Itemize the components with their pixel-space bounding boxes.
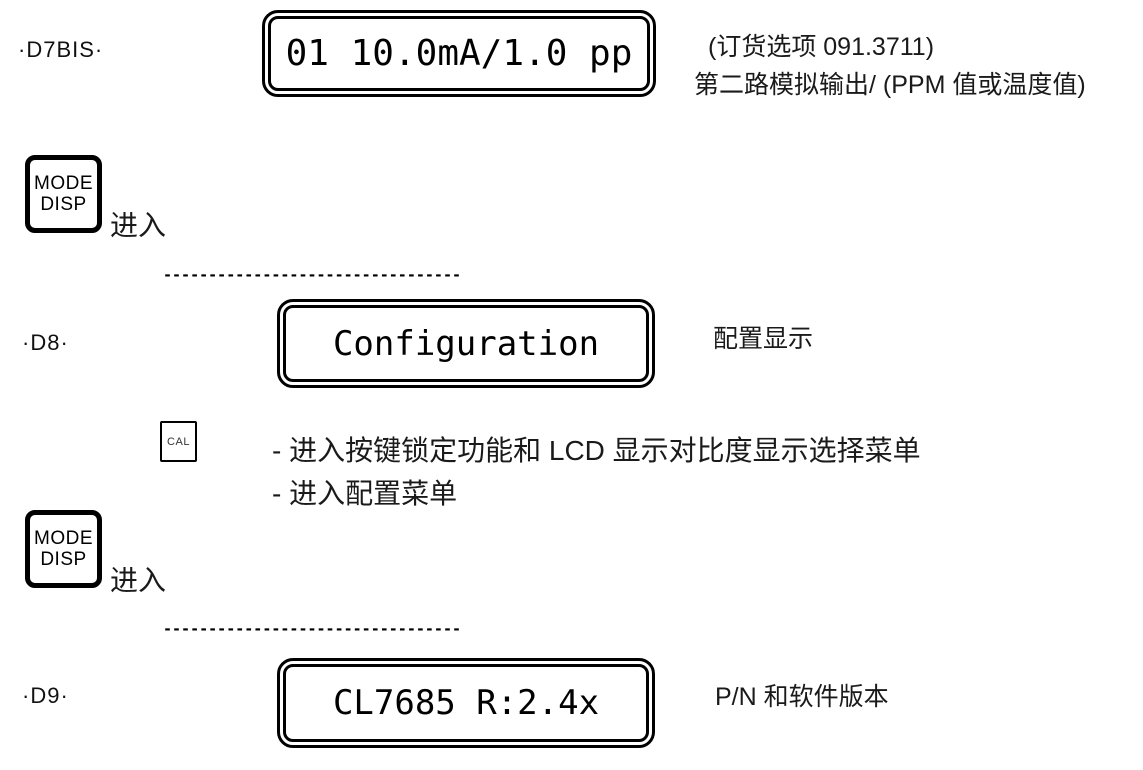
lcd-text-d9: CL7685 R:2.4x [332, 683, 600, 723]
cal-menu-notes: - 进入按键锁定功能和 LCD 显示对比度显示选择菜单 - 进入配置菜单 [272, 429, 921, 515]
mode-disp-key-2-line2: DISP [40, 549, 87, 570]
d7bis-annotation-line1: (订货选项 091.3711) [708, 33, 935, 61]
cal-menu-note-line1: - 进入按键锁定功能和 LCD 显示对比度显示选择菜单 [272, 435, 921, 466]
lcd-text-d7bis: 01 10.0mA/1.0 pp [285, 33, 633, 74]
step-label-d9: ·D9· [22, 683, 69, 708]
cal-key-label: CAL [167, 435, 190, 448]
enter-label-2: 进入 [110, 565, 167, 596]
lcd-display-d8-frame: Configuration [283, 305, 649, 382]
mode-disp-key-2: MODE DISP [25, 510, 102, 588]
dashed-separator-1: --------------------------------- [163, 266, 462, 284]
mode-disp-key-1-line1: MODE [34, 173, 93, 194]
lcd-text-d8: Configuration [332, 323, 600, 364]
d8-annotation: 配置显示 [713, 325, 814, 353]
d7bis-annotation-line2: 第二路模拟输出/ (PPM 值或温度值) [694, 71, 1086, 99]
mode-disp-key-1-line2: DISP [40, 194, 87, 215]
lcd-display-d9: CL7685 R:2.4x [277, 658, 655, 748]
step-label-d8: ·D8· [22, 330, 69, 355]
lcd-display-d8: Configuration [277, 299, 655, 388]
d9-annotation: P/N 和软件版本 [715, 683, 889, 711]
mode-disp-key-1: MODE DISP [25, 155, 102, 233]
cal-key: CAL [160, 421, 197, 462]
d7bis-annotation: (订货选项 091.3711) 第二路模拟输出/ (PPM 值或温度值) [694, 28, 1086, 104]
dashed-separator-2: --------------------------------- [163, 620, 462, 638]
lcd-display-d7bis: 01 10.0mA/1.0 pp [262, 10, 656, 97]
lcd-display-d9-frame: CL7685 R:2.4x [283, 664, 649, 742]
step-label-d7bis: ·D7BIS· [18, 37, 104, 62]
enter-label-1: 进入 [110, 210, 167, 241]
lcd-display-d7bis-frame: 01 10.0mA/1.0 pp [268, 16, 650, 91]
cal-menu-note-line2: - 进入配置菜单 [272, 478, 458, 509]
mode-disp-key-2-line1: MODE [34, 528, 93, 549]
